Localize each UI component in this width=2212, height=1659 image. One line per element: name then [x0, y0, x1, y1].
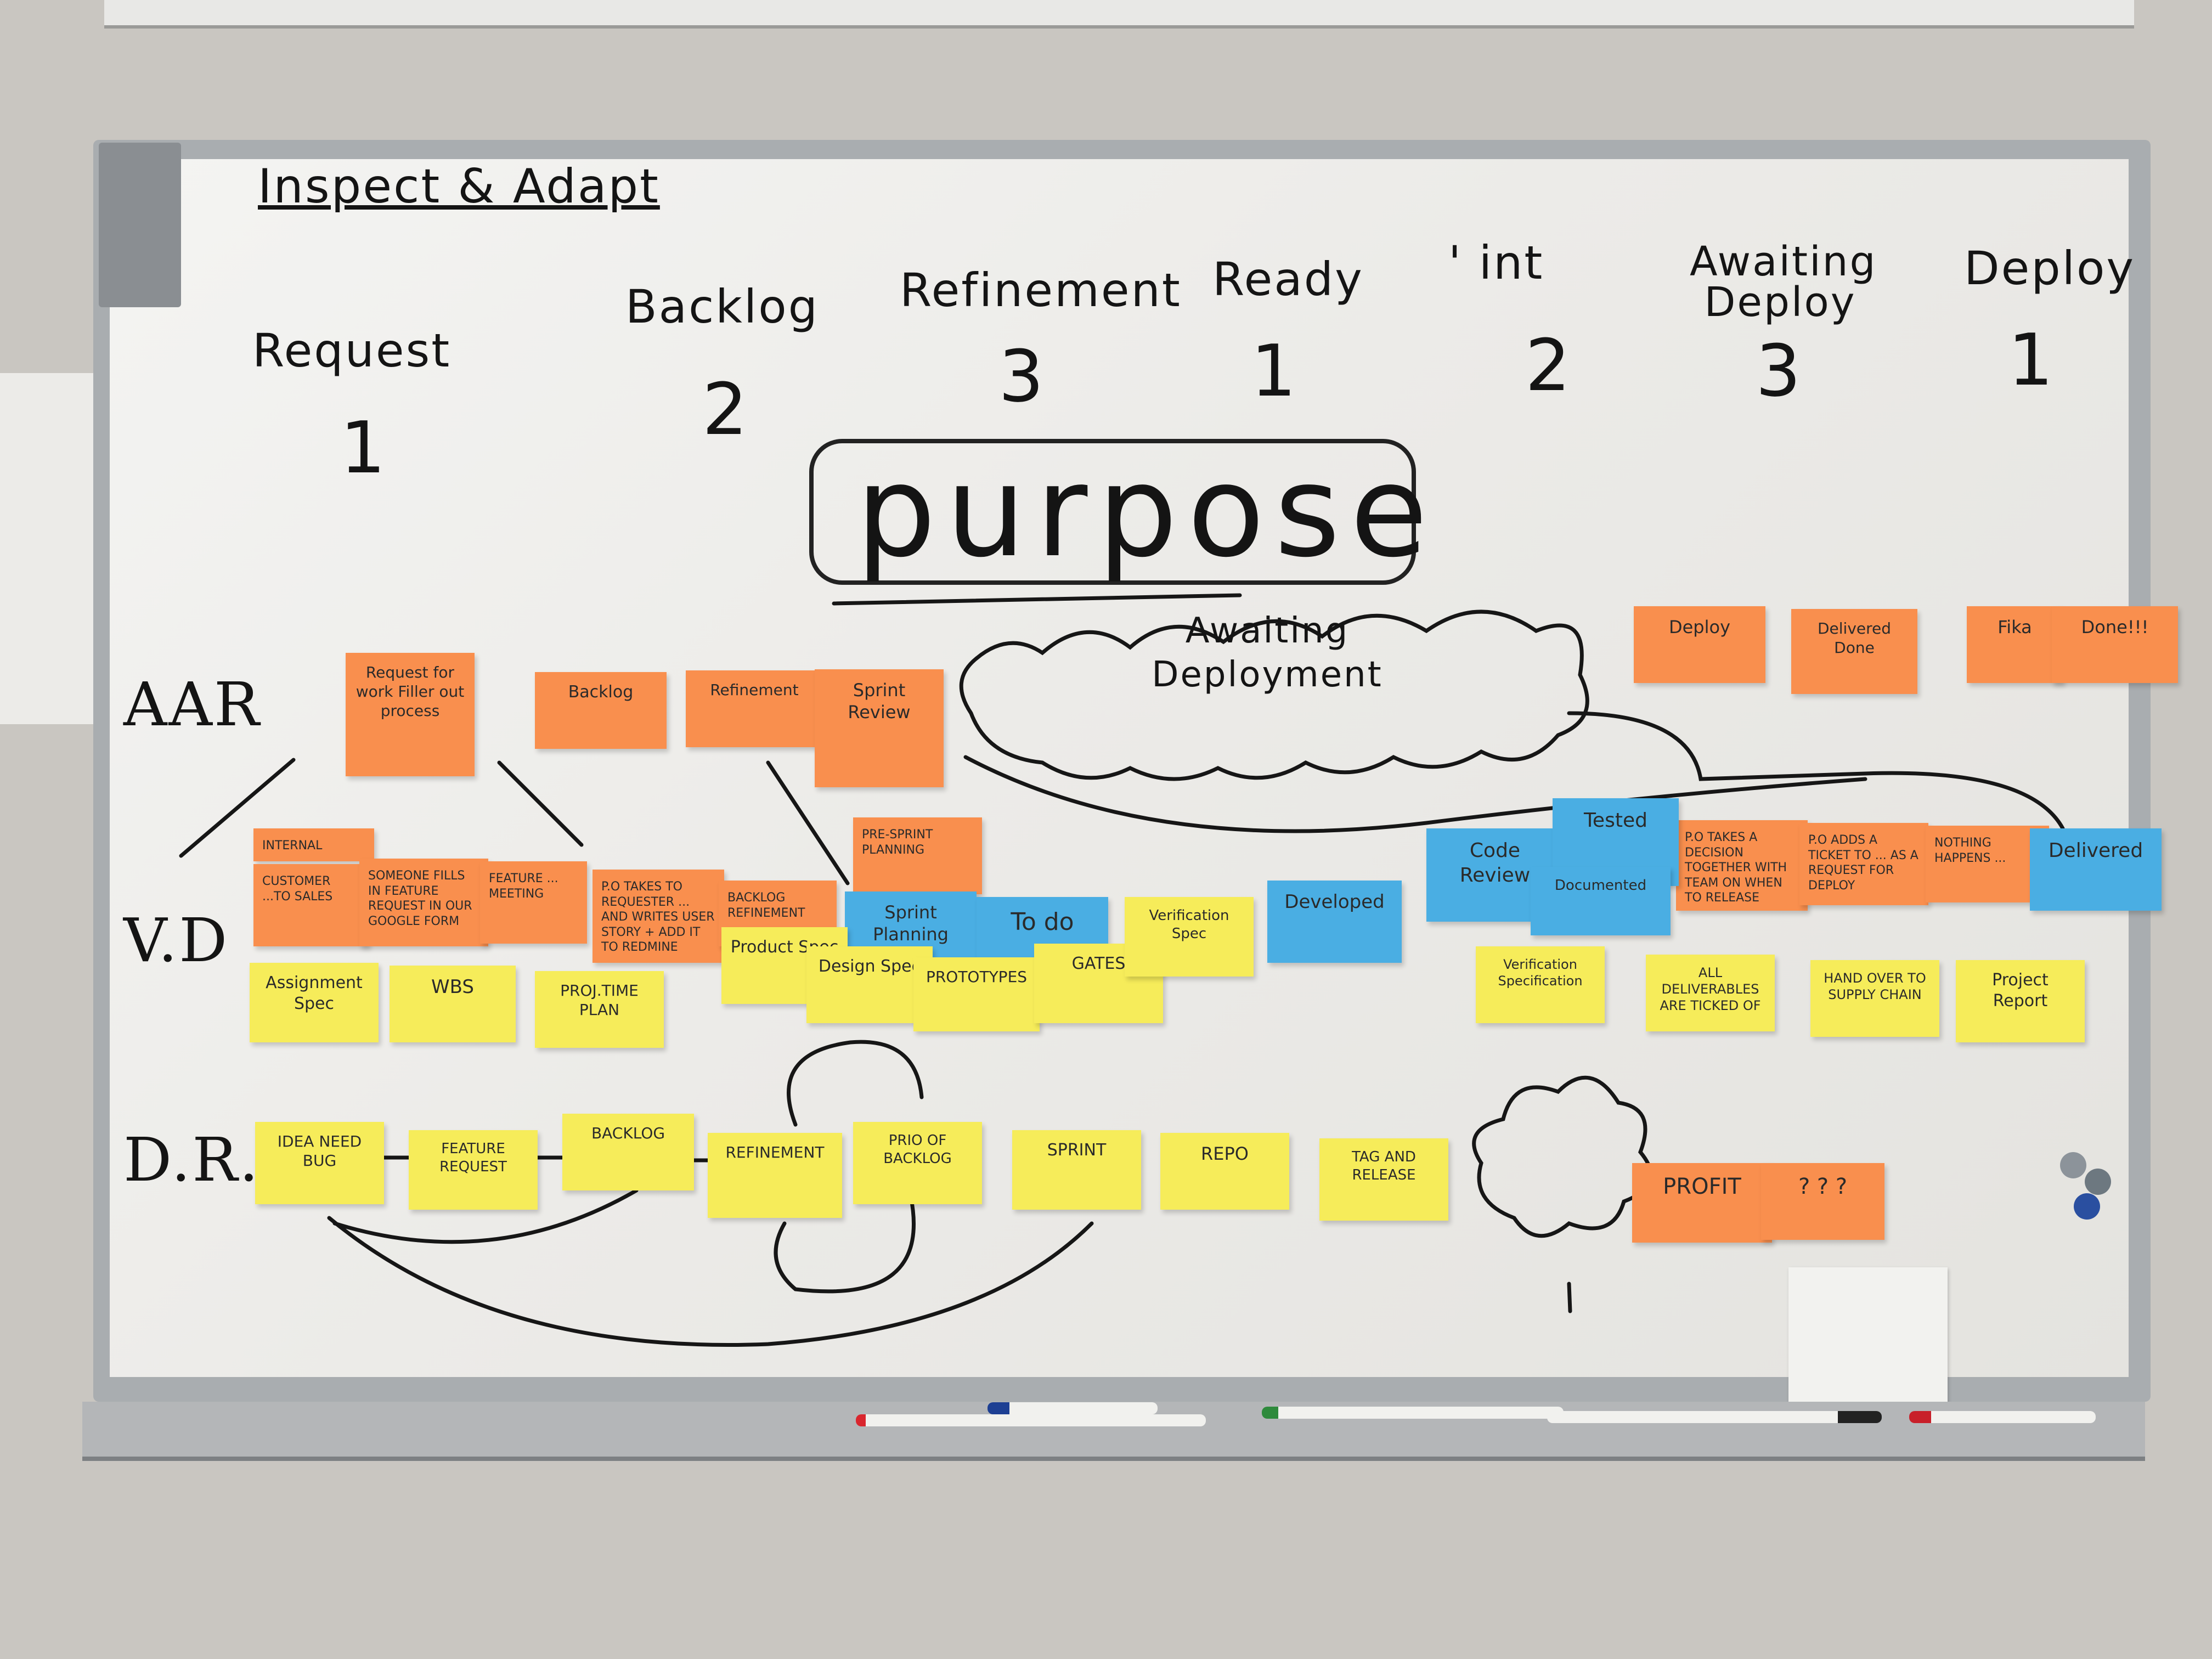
- note-deploy: Deploy: [1634, 606, 1765, 683]
- note-question-marks: ? ? ?: [1761, 1163, 1884, 1240]
- column-request-count: 1: [340, 406, 387, 489]
- green-marker[interactable]: [1262, 1407, 1564, 1419]
- note-assignment-spec: Assignment Spec: [250, 963, 379, 1042]
- awaiting-deployment-label: Awaiting Deployment: [1152, 611, 1383, 695]
- note-verification-specification: Verification Specification: [1476, 946, 1605, 1023]
- column-awaiting-deploy: Awaiting Deploy: [1690, 238, 1877, 326]
- column-sprint-count: 2: [1525, 324, 1572, 407]
- purpose-underline: [832, 593, 1242, 606]
- note-sprint-review: Sprint Review: [815, 669, 944, 787]
- loop-line: [963, 755, 1867, 833]
- note-done: Done!!!: [2052, 606, 2178, 683]
- note-po-takes-to-requester: P.O TAKES TO REQUESTER ... AND WRITES US…: [592, 870, 724, 963]
- note-project-report: Project Report: [1956, 960, 2085, 1042]
- sticky-note-pad: [1788, 1267, 1948, 1404]
- whiteboard-eraser: [99, 143, 181, 307]
- column-refinement-count: 3: [998, 335, 1046, 418]
- purpose-label: purpose: [856, 439, 1438, 585]
- dr-refinement-loop: [787, 1040, 924, 1127]
- dr-lower-arc: [327, 1216, 1094, 1347]
- aar-branch-refine: [766, 760, 850, 885]
- dr-backlog-arc: [332, 1188, 639, 1244]
- note-pre-sprint-planning: PRE-SPRINT PLANNING: [853, 817, 982, 894]
- red-marker[interactable]: [1909, 1411, 2096, 1423]
- note-repo: REPO: [1160, 1133, 1289, 1210]
- return-arrow: [1567, 711, 2065, 831]
- note-customer-sales: CUSTOMER ...TO SALES: [253, 864, 369, 946]
- dr-cloud: [1472, 1075, 1653, 1238]
- note-someone-fills-in: SOMEONE FILLS IN FEATURE REQUEST IN OUR …: [359, 859, 488, 946]
- row-label-vd: V.D: [123, 905, 229, 975]
- column-refinement: Refinement: [900, 263, 1182, 317]
- dr-tick: [1567, 1282, 1572, 1313]
- dr-prio-loop: [774, 1194, 916, 1294]
- note-po-decision: P.O TAKES A DECISION TOGETHER WITH TEAM …: [1676, 820, 1808, 911]
- column-deploy: Deploy: [1964, 241, 2136, 295]
- note-prototypes: PROTOTYPES: [913, 957, 1040, 1031]
- column-awaiting-deploy-count: 3: [1756, 329, 1803, 413]
- note-delivered-done: Delivered Done: [1791, 609, 1917, 694]
- note-backlog: Backlog: [535, 672, 667, 749]
- note-proj-time-plan: PROJ.TIME PLAN: [535, 971, 664, 1048]
- blue-marker[interactable]: [988, 1402, 1158, 1414]
- note-wbs: WBS: [390, 966, 516, 1042]
- red-marker-long[interactable]: [856, 1414, 1206, 1426]
- wall-paper-sheet: [0, 373, 104, 724]
- note-request-for-work: Request for work Filler out process: [346, 653, 475, 776]
- note-delivered-blue: Delivered: [2030, 828, 2162, 911]
- note-dr-backlog: BACKLOG: [562, 1114, 694, 1190]
- row-label-aar: AAR: [123, 669, 261, 740]
- aar-branch-left: [179, 758, 296, 858]
- note-verification-spec: Verification Spec: [1125, 897, 1254, 977]
- note-to-do: To do: [977, 897, 1108, 968]
- note-tag-and-release: TAG AND RELEASE: [1319, 1138, 1448, 1221]
- note-feature-meeting: FEATURE ... MEETING: [480, 861, 587, 944]
- note-documented: Documented: [1531, 867, 1671, 935]
- column-ready-count: 1: [1251, 329, 1298, 413]
- awaiting-cloud-outline: [959, 610, 1589, 781]
- note-fika: Fika: [1967, 606, 2063, 683]
- aar-branch-right: [497, 760, 584, 847]
- magnet-grey: [2060, 1152, 2086, 1178]
- note-nothing-happens: NOTHING HAPPENS ...: [1926, 826, 2049, 902]
- column-sprint: ' int: [1448, 236, 1544, 290]
- note-hand-over: HAND OVER TO SUPPLY CHAIN: [1810, 960, 1939, 1037]
- board-title: Inspect & Adapt: [258, 159, 660, 214]
- purpose-box: [809, 439, 1416, 585]
- column-backlog-count: 2: [702, 368, 749, 451]
- column-deploy-count: 1: [2008, 318, 2055, 402]
- note-feature-request: FEATURE REQUEST: [409, 1130, 538, 1210]
- note-sprint: SPRINT: [1012, 1130, 1141, 1210]
- magnet-blue: [2074, 1193, 2100, 1220]
- note-developed: Developed: [1267, 881, 1402, 963]
- note-profit: PROFIT: [1632, 1163, 1772, 1243]
- row-label-dr: D.R.: [123, 1125, 261, 1195]
- magnet-grey-2: [2085, 1169, 2111, 1195]
- wall-top-strip: [104, 0, 2134, 29]
- column-request: Request: [252, 324, 452, 377]
- note-dr-refinement: REFINEMENT: [708, 1133, 842, 1218]
- note-idea-need-bug: IDEA NEED BUG: [255, 1122, 384, 1204]
- black-marker[interactable]: [1547, 1411, 1882, 1423]
- note-all-deliverables: ALL DELIVERABLES ARE TICKED OF: [1646, 955, 1775, 1031]
- note-po-adds-ticket: P.O ADDS A TICKET TO ... AS A REQUEST FO…: [1799, 823, 1928, 905]
- note-internal: INTERNAL: [253, 828, 374, 861]
- note-refinement: Refinement: [686, 670, 823, 747]
- column-ready: Ready: [1212, 252, 1364, 306]
- column-backlog: Backlog: [625, 280, 819, 334]
- note-prio-of-backlog: PRIO OF BACKLOG: [853, 1122, 982, 1204]
- note-design-spec: Design Spec: [806, 946, 933, 1023]
